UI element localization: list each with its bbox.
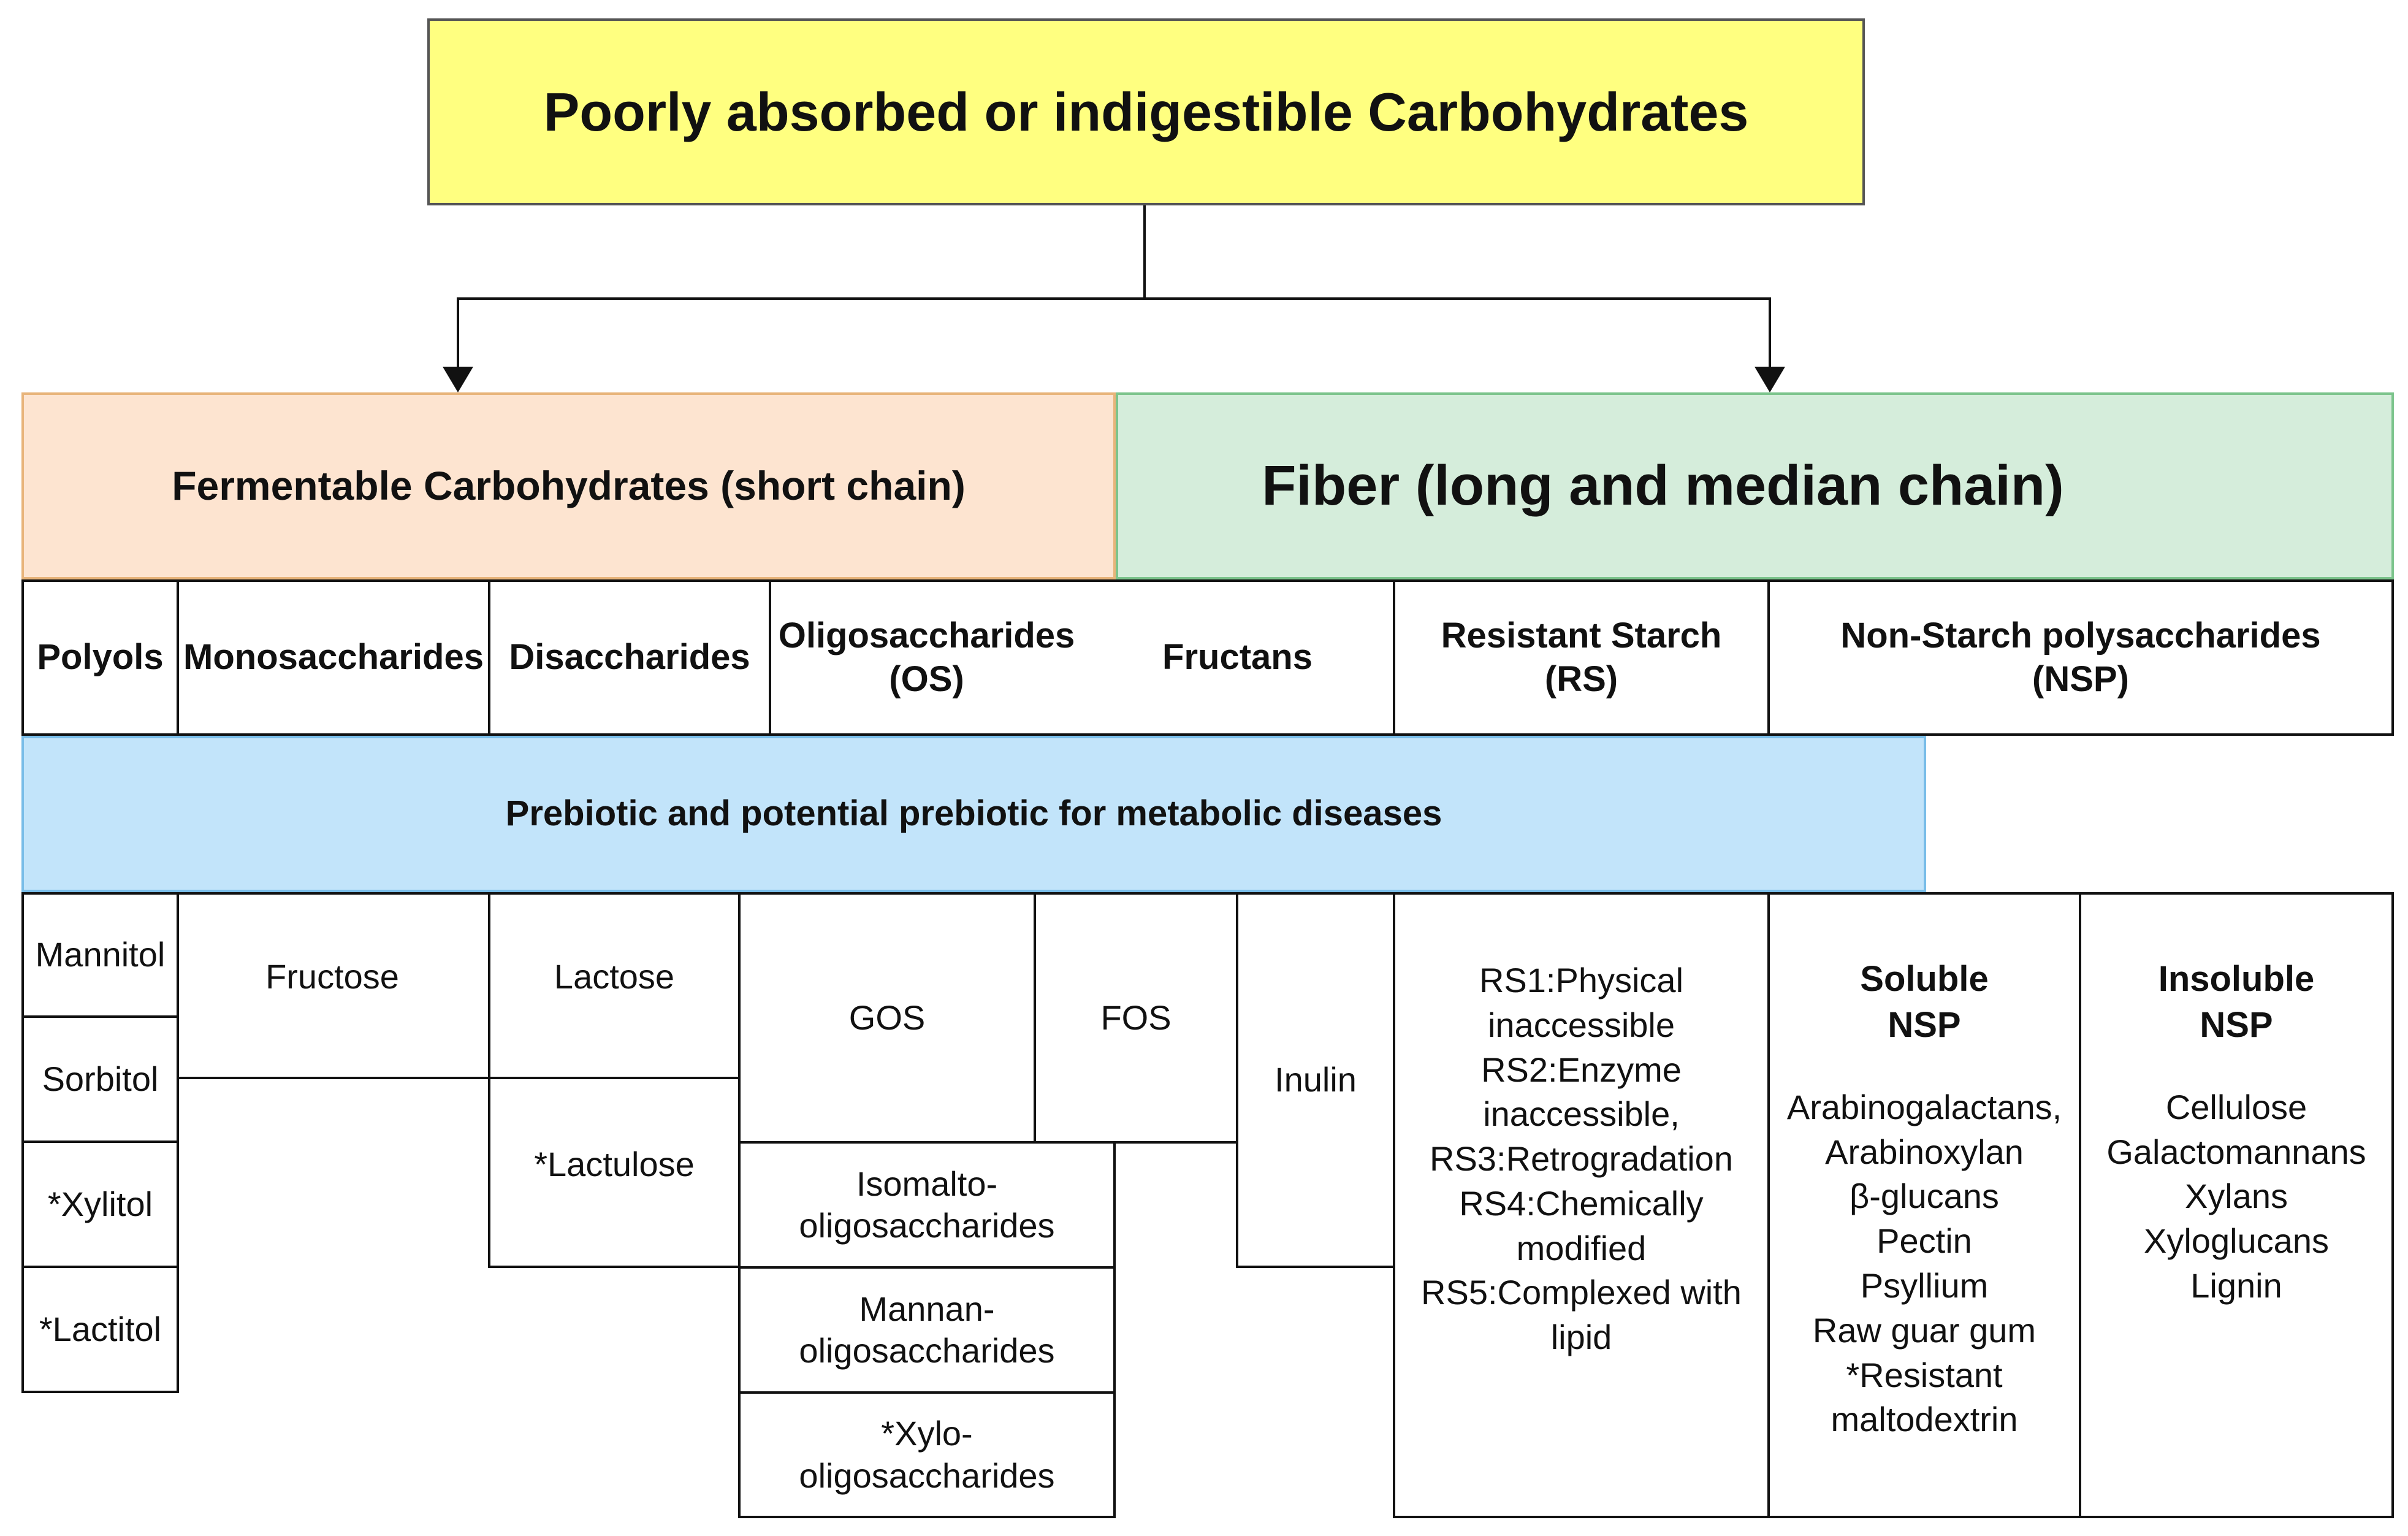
- category-monosaccharides: Monosaccharides: [177, 579, 490, 736]
- polyol-mannitol: Mannitol: [21, 892, 179, 1018]
- polyol-sorbitol: Sorbitol: [21, 1015, 179, 1143]
- di-lactose: Lactose: [488, 892, 741, 1079]
- mono-fructose: Fructose: [177, 892, 490, 1079]
- resistant-starch-types: RS1:Physical inaccessible RS2:Enzyme ina…: [1393, 892, 1770, 1518]
- fructans-label: Fructans: [1162, 637, 1313, 678]
- connector-stem: [1143, 205, 1146, 299]
- polyol-xylitol: *Xylitol: [21, 1141, 179, 1268]
- os-isomalto: Isomalto- oligosaccharides: [738, 1141, 1116, 1269]
- arrowhead-right-icon: [1755, 367, 1785, 392]
- os-mannan: Mannan- oligosaccharides: [738, 1266, 1116, 1394]
- polyol-lactitol: *Lactitol: [21, 1266, 179, 1393]
- insoluble-nsp-items: Cellulose Galactomannans Xylans Xylogluc…: [2106, 1087, 2366, 1305]
- fiber-header: Fiber (long and median chain): [1116, 392, 2394, 579]
- prebiotic-banner: Prebiotic and potential prebiotic for me…: [21, 736, 1926, 892]
- connector-left-drop: [457, 297, 459, 371]
- di-lactulose: *Lactulose: [488, 1077, 741, 1268]
- category-polyols: Polyols: [21, 579, 179, 736]
- category-nsp: Non-Starch polysaccharides (NSP): [1767, 579, 2394, 736]
- category-disaccharides: Disaccharides: [488, 579, 771, 736]
- connector-horizontal: [457, 297, 1771, 300]
- fermentable-header: Fermentable Carbohydrates (short chain): [21, 392, 1116, 579]
- insoluble-nsp-title: Insoluble NSP: [2158, 959, 2315, 1045]
- soluble-nsp-box: Soluble NSP Arabinogalactans, Arabinoxyl…: [1767, 892, 2081, 1518]
- category-oligosaccharides-fructans: Oligosaccharides (OS) Fructans: [769, 579, 1395, 736]
- fructan-inulin: Inulin: [1236, 892, 1395, 1268]
- insoluble-nsp-box: Insoluble NSP Cellulose Galactomannans X…: [2079, 892, 2394, 1518]
- connector-right-drop: [1769, 297, 1771, 371]
- oligosaccharides-label: Oligosaccharides (OS): [778, 615, 1075, 699]
- soluble-nsp-title: Soluble NSP: [1860, 959, 1989, 1045]
- os-fos: FOS: [1034, 892, 1238, 1144]
- arrowhead-left-icon: [443, 367, 473, 392]
- os-xylo: *Xylo- oligosaccharides: [738, 1391, 1116, 1518]
- diagram-title: Poorly absorbed or indigestible Carbohyd…: [427, 18, 1865, 205]
- soluble-nsp-items: Arabinogalactans, Arabinoxylan β-glucans…: [1786, 1087, 2062, 1439]
- category-resistant-starch: Resistant Starch (RS): [1393, 579, 1770, 736]
- os-gos: GOS: [738, 892, 1036, 1144]
